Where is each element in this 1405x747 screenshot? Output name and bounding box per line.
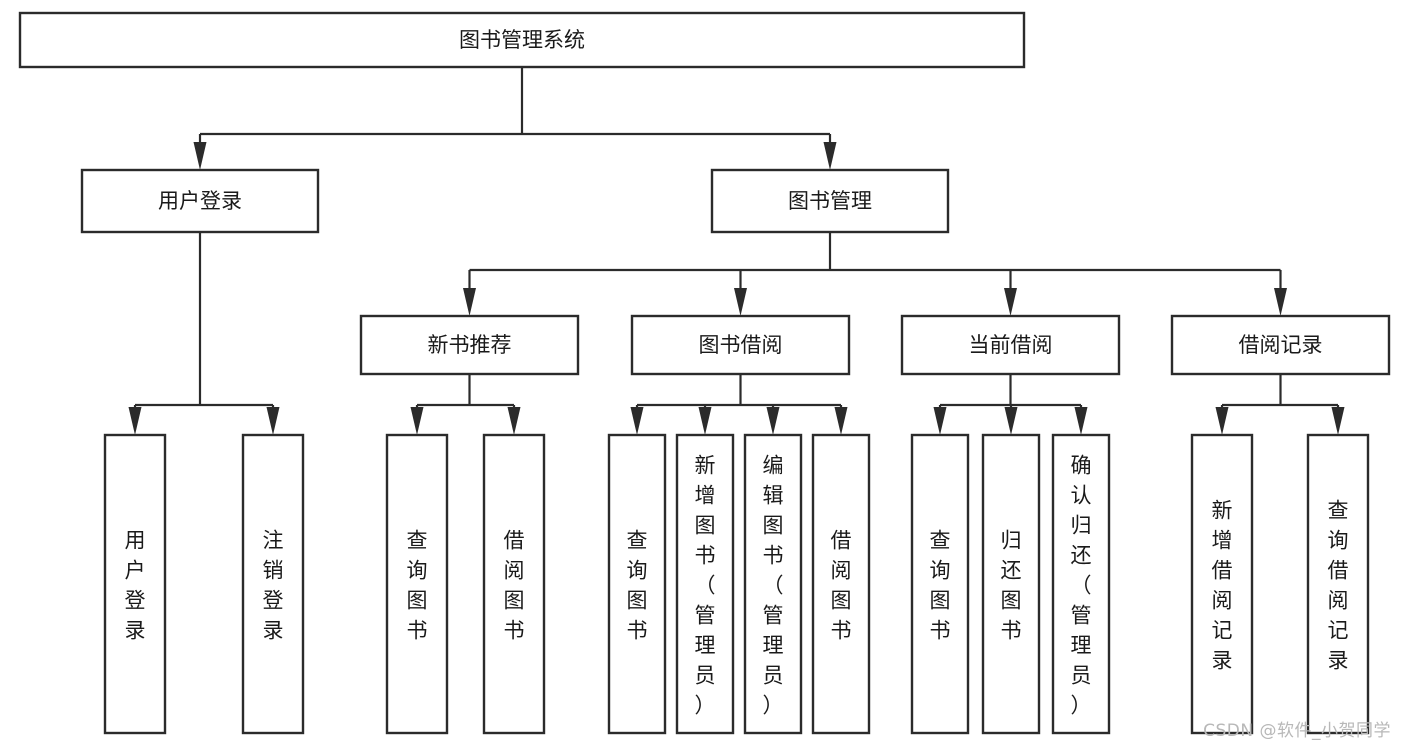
level1-node-user-login[interactable]: 用户登录 bbox=[80, 168, 320, 234]
node-box[interactable] bbox=[241, 433, 305, 735]
arrow-head-icon bbox=[507, 407, 521, 435]
leaf-node-leaf-user-login[interactable]: 用户登录 bbox=[103, 433, 167, 735]
node-layer: 图书管理系统用户登录图书管理新书推荐图书借阅当前借阅借阅记录用户登录注销登录查询… bbox=[18, 11, 1391, 735]
node-box[interactable] bbox=[1306, 433, 1370, 735]
node-box[interactable] bbox=[103, 433, 167, 735]
node-box[interactable] bbox=[1051, 433, 1111, 735]
arrow-head-icon bbox=[698, 407, 712, 435]
node-label: 编辑图书（管理员） bbox=[763, 453, 784, 717]
leaf-node-leaf-add-record[interactable]: 新增借阅记录 bbox=[1190, 433, 1254, 735]
arrow-head-icon bbox=[933, 407, 947, 435]
node-box[interactable] bbox=[910, 433, 970, 735]
arrow-head-icon bbox=[1274, 288, 1287, 316]
node-label: 借阅图书 bbox=[831, 528, 852, 642]
leaf-node-leaf-return-book[interactable]: 归还图书 bbox=[981, 433, 1041, 735]
root-node-root[interactable]: 图书管理系统 bbox=[18, 11, 1026, 69]
node-box[interactable] bbox=[359, 314, 580, 376]
node-box[interactable] bbox=[385, 433, 449, 735]
arrow-head-icon bbox=[410, 407, 424, 435]
leaf-node-leaf-add-book[interactable]: 新增图书（管理员） bbox=[675, 433, 735, 735]
node-label: 注销登录 bbox=[263, 528, 284, 642]
arrow-head-icon bbox=[1074, 407, 1088, 435]
node-label: 查询图书 bbox=[407, 528, 428, 642]
leaf-node-leaf-query-book-rec[interactable]: 查询图书 bbox=[385, 433, 449, 735]
arrow-head-icon bbox=[463, 288, 476, 316]
arrow-head-icon bbox=[823, 142, 837, 170]
node-box[interactable] bbox=[900, 314, 1121, 376]
arrow-head-icon bbox=[266, 407, 280, 435]
node-label: 归还图书 bbox=[1001, 528, 1022, 642]
node-box[interactable] bbox=[1190, 433, 1254, 735]
node-label: 借阅图书 bbox=[504, 528, 525, 642]
arrow-head-icon bbox=[766, 407, 780, 435]
arrow-head-icon bbox=[1331, 407, 1345, 435]
node-label: 查询借阅记录 bbox=[1328, 498, 1349, 672]
arrow-head-icon bbox=[128, 407, 142, 435]
node-label: 查询图书 bbox=[930, 528, 951, 642]
level2-node-new-book-recommend[interactable]: 新书推荐 bbox=[359, 314, 580, 376]
node-box[interactable] bbox=[981, 433, 1041, 735]
leaf-node-leaf-borrow-book-rec[interactable]: 借阅图书 bbox=[482, 433, 546, 735]
arrow-head-icon bbox=[734, 288, 747, 316]
leaf-node-leaf-confirm-return[interactable]: 确认归还（管理员） bbox=[1051, 433, 1111, 735]
node-box[interactable] bbox=[607, 433, 667, 735]
node-box[interactable] bbox=[675, 433, 735, 735]
arrow-head-icon bbox=[1004, 407, 1018, 435]
leaf-node-leaf-edit-book[interactable]: 编辑图书（管理员） bbox=[743, 433, 803, 735]
node-label: 新增借阅记录 bbox=[1212, 498, 1233, 672]
node-box[interactable] bbox=[743, 433, 803, 735]
arrow-head-icon bbox=[630, 407, 644, 435]
node-label: 新增图书（管理员） bbox=[695, 453, 716, 717]
node-label: 当前借阅 bbox=[969, 333, 1053, 357]
node-label: 图书借阅 bbox=[699, 333, 783, 357]
leaf-node-leaf-logout[interactable]: 注销登录 bbox=[241, 433, 305, 735]
node-box[interactable] bbox=[1170, 314, 1391, 376]
node-label: 借阅记录 bbox=[1239, 333, 1323, 357]
node-box[interactable] bbox=[630, 314, 851, 376]
node-box[interactable] bbox=[482, 433, 546, 735]
arrow-head-icon bbox=[193, 142, 207, 170]
arrow-head-icon bbox=[834, 407, 848, 435]
node-label: 新书推荐 bbox=[428, 333, 512, 357]
leaf-node-leaf-query-record[interactable]: 查询借阅记录 bbox=[1306, 433, 1370, 735]
connector-layer bbox=[128, 67, 1345, 435]
level2-node-current-borrow[interactable]: 当前借阅 bbox=[900, 314, 1121, 376]
level1-node-book-manage[interactable]: 图书管理 bbox=[710, 168, 950, 234]
node-label: 图书管理系统 bbox=[459, 28, 585, 52]
node-box[interactable] bbox=[18, 11, 1026, 69]
level2-node-book-borrow[interactable]: 图书借阅 bbox=[630, 314, 851, 376]
leaf-node-leaf-borrow-book-bb[interactable]: 借阅图书 bbox=[811, 433, 871, 735]
level2-node-borrow-record[interactable]: 借阅记录 bbox=[1170, 314, 1391, 376]
node-box[interactable] bbox=[80, 168, 320, 234]
node-label: 查询图书 bbox=[627, 528, 648, 642]
node-label: 用户登录 bbox=[158, 189, 242, 213]
node-box[interactable] bbox=[811, 433, 871, 735]
node-label: 用户登录 bbox=[125, 528, 146, 642]
node-label: 确认归还（管理员） bbox=[1071, 453, 1092, 717]
arrow-head-icon bbox=[1004, 288, 1017, 316]
node-box[interactable] bbox=[710, 168, 950, 234]
node-label: 图书管理 bbox=[788, 189, 872, 213]
leaf-node-leaf-query-book-cb[interactable]: 查询图书 bbox=[910, 433, 970, 735]
leaf-node-leaf-query-book-bb[interactable]: 查询图书 bbox=[607, 433, 667, 735]
arrow-head-icon bbox=[1215, 407, 1229, 435]
